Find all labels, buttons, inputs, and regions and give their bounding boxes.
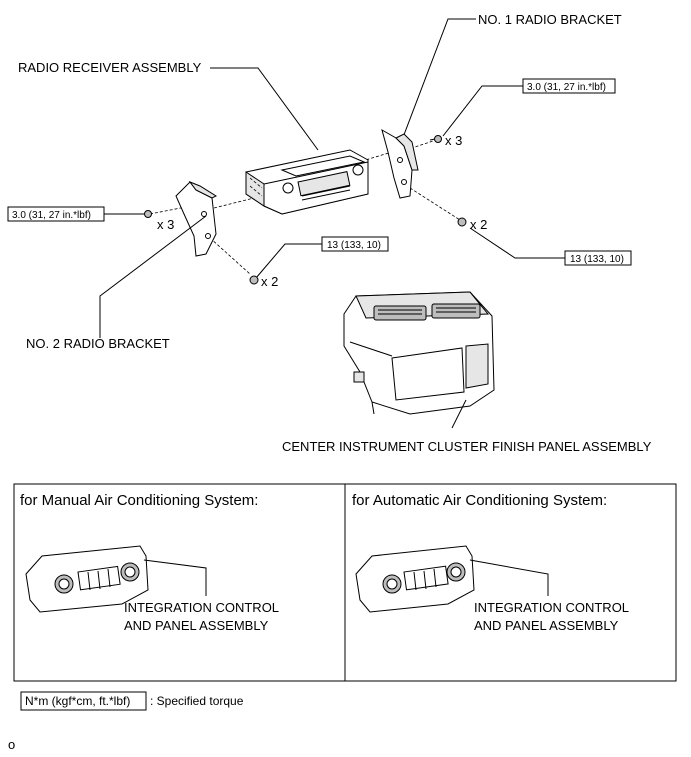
align-line-right-lower: [409, 187, 461, 221]
manual-panel-leader: [143, 559, 207, 596]
radio-receiver-assembly-label: RADIO RECEIVER ASSEMBLY: [18, 60, 202, 75]
no2-radio-bracket-label: NO. 2 RADIO BRACKET: [26, 336, 170, 351]
center-panel-leader: [451, 399, 467, 429]
align-line-left-lower: [209, 237, 251, 275]
manual-ac-header: for Manual Air Conditioning System:: [20, 492, 258, 509]
center-panel-label: CENTER INSTRUMENT CLUSTER FINISH PANEL A…: [282, 439, 652, 454]
torque-left: 3.0 (31, 27 in.*lbf): [12, 210, 91, 221]
automatic-label-line1: INTEGRATION CONTROL: [474, 600, 629, 615]
count-lower-right: x 2: [470, 217, 487, 232]
bolt-lower-right: [457, 217, 467, 227]
no2-radio-bracket-leader: [99, 215, 207, 338]
automatic-control-panel-illustration: [355, 545, 475, 613]
manual-label-line2: AND PANEL ASSEMBLY: [124, 618, 269, 633]
bolt-lower-center: [249, 275, 259, 285]
legend-unit: N*m (kgf*cm, ft.*lbf): [25, 694, 130, 708]
no2-radio-bracket-illustration: [175, 180, 218, 257]
torque-upper-right: 3.0 (31, 27 in.*lbf): [527, 82, 606, 93]
center-panel-illustration: [343, 291, 495, 415]
legend-unit-box: [20, 691, 147, 711]
count-left: x 3: [157, 217, 174, 232]
torque-lower-center-leader: [255, 243, 322, 279]
automatic-ac-header: for Automatic Air Conditioning System:: [352, 492, 607, 509]
radio-receiver-illustration: [245, 149, 369, 215]
footer-mark: o: [8, 737, 15, 752]
bolt-left: [144, 210, 152, 218]
no1-radio-bracket-illustration: [381, 128, 419, 199]
radio-receiver-leader: [210, 67, 319, 151]
torque-lower-right-leader: [469, 227, 565, 259]
torque-upper-right-leader: [442, 85, 523, 137]
automatic-label-line2: AND PANEL ASSEMBLY: [474, 618, 619, 633]
manual-label-line1: INTEGRATION CONTROL: [124, 600, 279, 615]
bolt-upper-right: [429, 135, 442, 143]
manual-control-panel-illustration: [25, 545, 149, 613]
count-lower-center: x 2: [261, 274, 278, 289]
count-upper-right: x 3: [445, 133, 462, 148]
no1-radio-bracket-label: NO. 1 RADIO BRACKET: [478, 12, 622, 27]
legend-description: : Specified torque: [150, 694, 244, 708]
automatic-panel-leader: [469, 559, 549, 596]
no1-radio-bracket-leader: [401, 18, 476, 141]
torque-lower-center: 13 (133, 10): [327, 240, 381, 251]
torque-lower-right: 13 (133, 10): [570, 254, 624, 265]
align-line-left: [149, 204, 197, 215]
